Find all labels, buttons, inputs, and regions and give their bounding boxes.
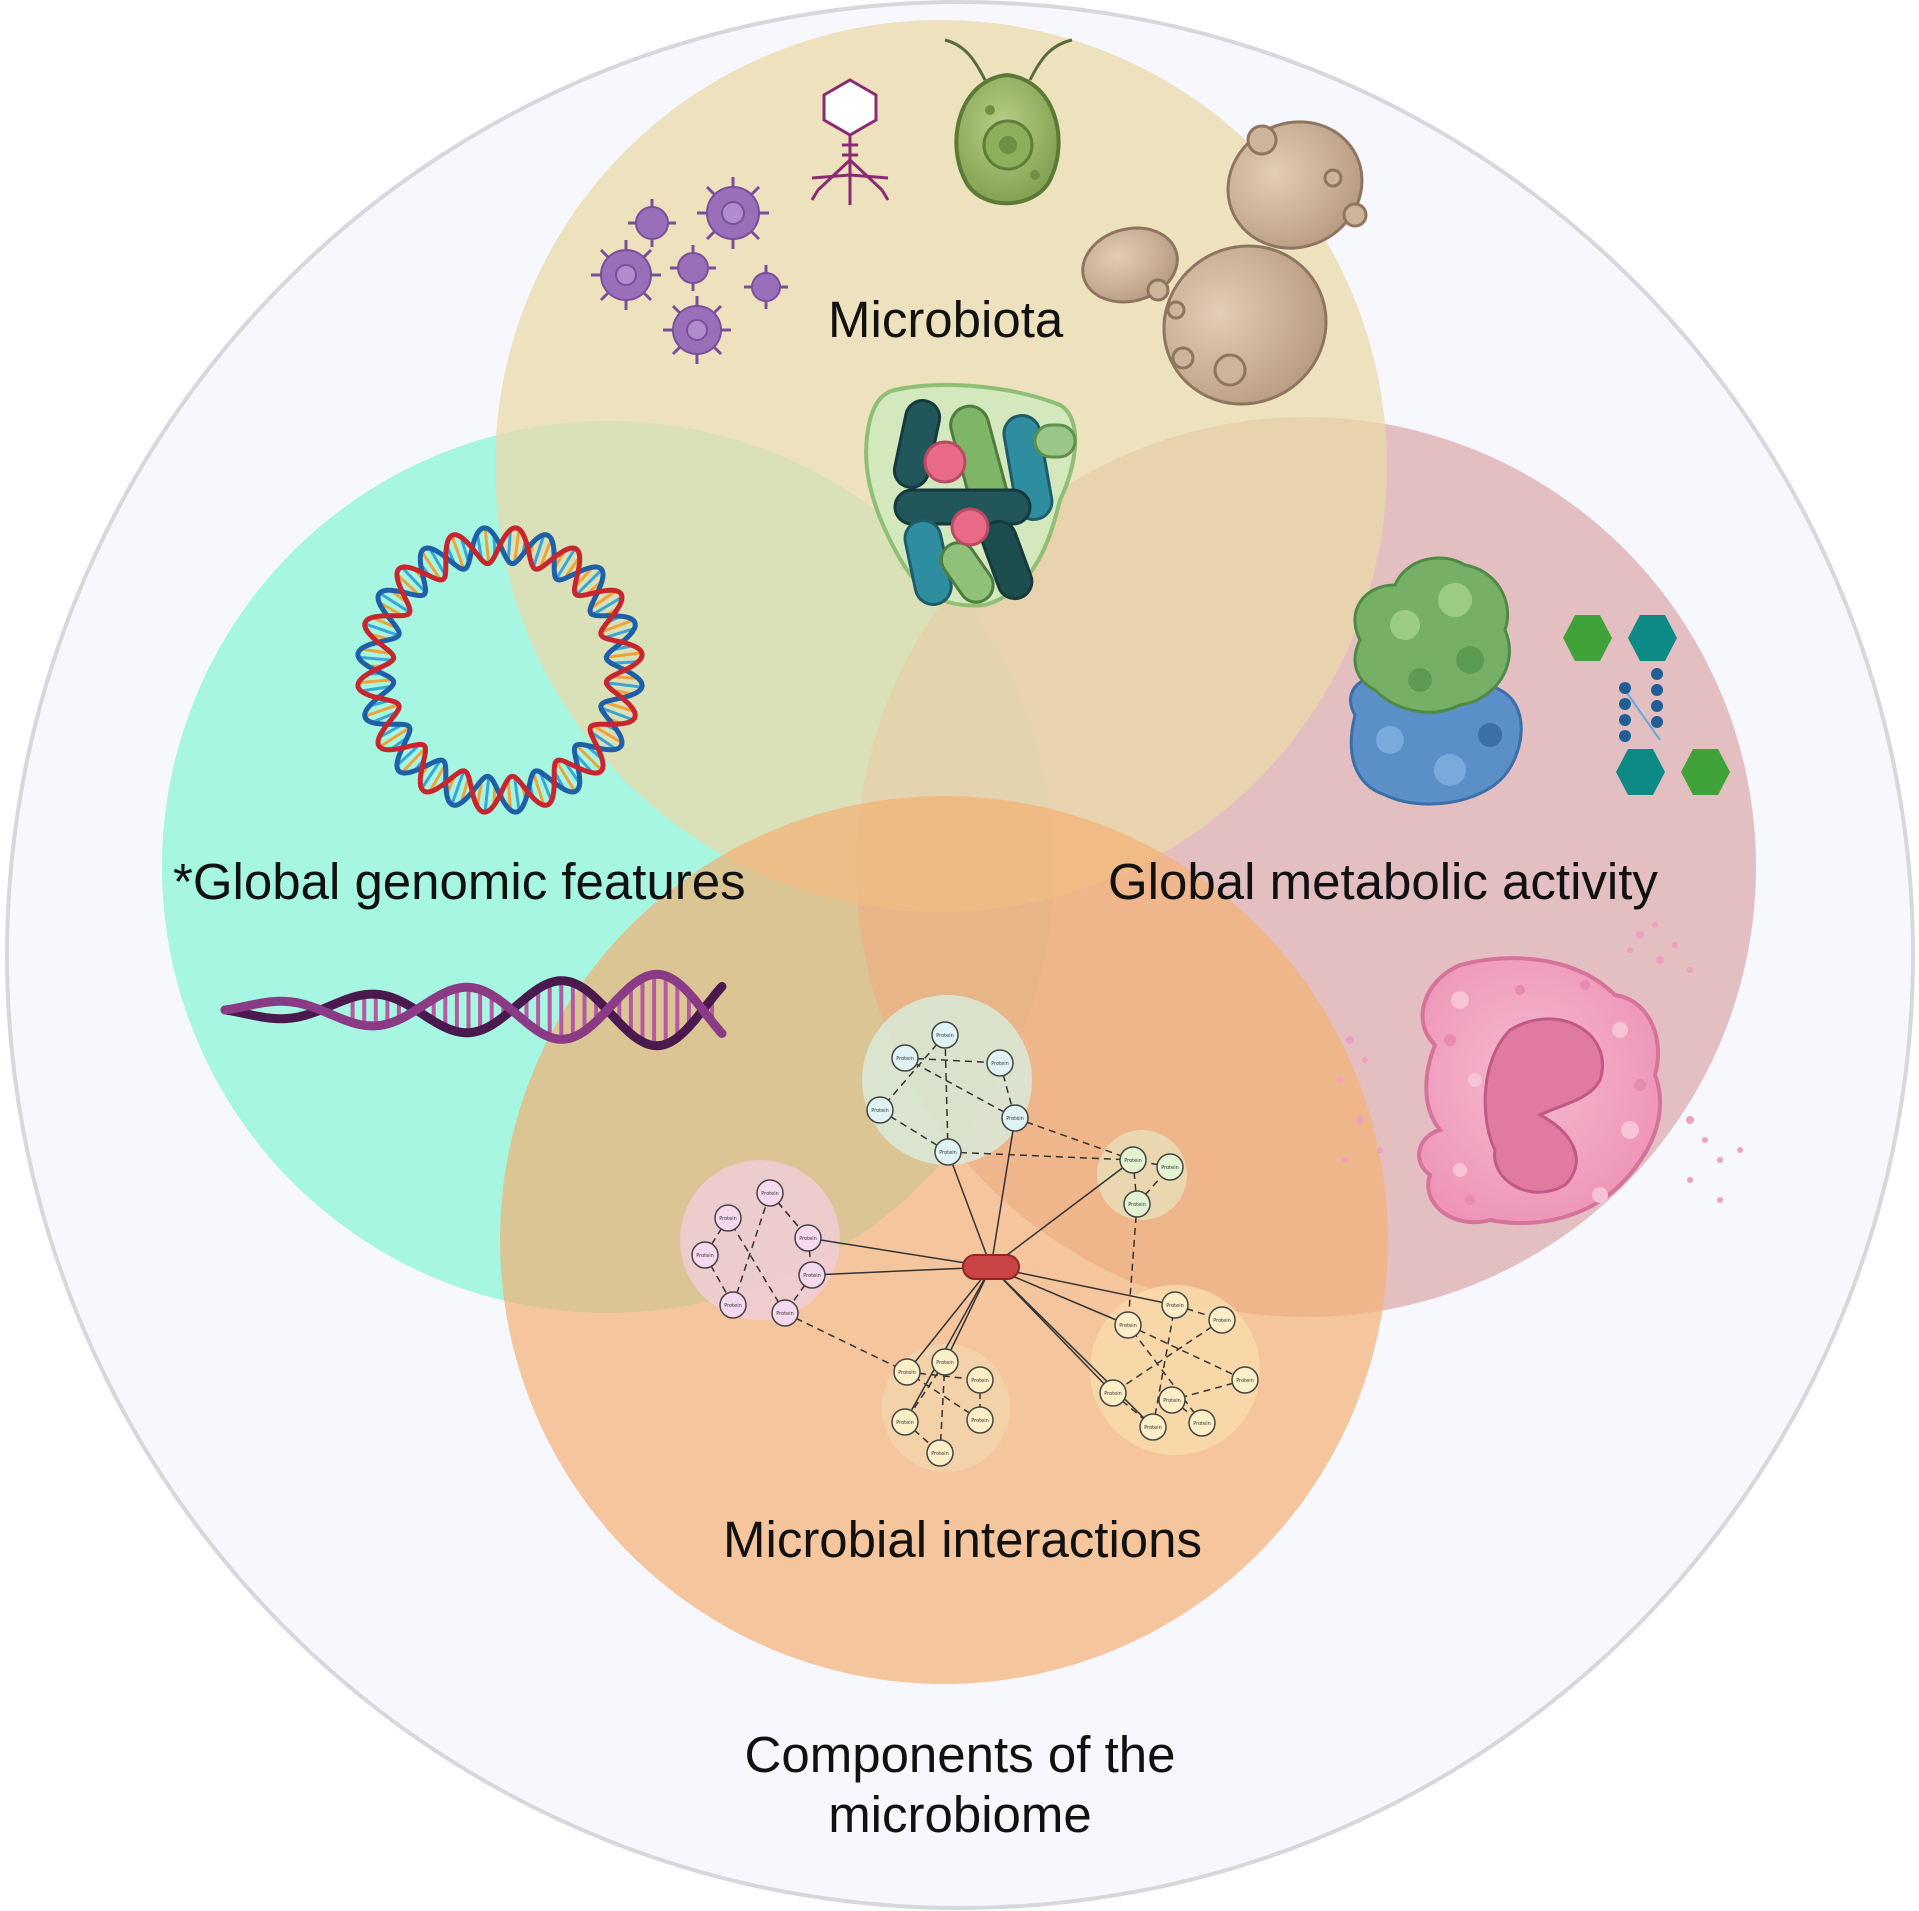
svg-text:Protein: Protein — [1144, 1425, 1162, 1431]
label-microbial-interactions: Microbial interactions — [723, 1511, 1203, 1568]
svg-text:Protein: Protein — [936, 1360, 954, 1366]
green-algae-icon — [944, 38, 1073, 206]
yeast-cells-icon — [1081, 120, 1368, 406]
svg-text:Protein: Protein — [896, 1056, 914, 1062]
svg-text:Protein: Protein — [1193, 1421, 1211, 1427]
svg-text:Protein: Protein — [1104, 1391, 1122, 1397]
svg-text:Protein: Protein — [971, 1418, 989, 1424]
bacterial-biofilm-icon — [864, 383, 1078, 608]
metabolite-chain-icon — [1563, 615, 1730, 795]
svg-text:Protein: Protein — [799, 1236, 817, 1242]
virus-particles-icon — [591, 177, 788, 364]
svg-text:Protein: Protein — [1166, 1303, 1184, 1309]
svg-text:Protein: Protein — [931, 1451, 949, 1457]
svg-text:Protein: Protein — [1161, 1165, 1179, 1171]
svg-text:Protein: Protein — [1119, 1323, 1137, 1329]
svg-text:Protein: Protein — [971, 1378, 989, 1384]
svg-text:Protein: Protein — [939, 1150, 957, 1156]
svg-text:Protein: Protein — [991, 1061, 1009, 1067]
microbial-interactions-circle — [500, 796, 1388, 1684]
svg-text:Protein: Protein — [724, 1303, 742, 1309]
outer-title-line-1: Components of the — [744, 1726, 1176, 1783]
svg-text:Protein: Protein — [1128, 1202, 1146, 1208]
svg-text:Protein: Protein — [776, 1311, 794, 1317]
svg-text:Protein: Protein — [898, 1370, 916, 1376]
dna-helix-icon — [220, 969, 727, 1051]
svg-text:Protein: Protein — [803, 1273, 821, 1279]
svg-text:Protein: Protein — [1006, 1116, 1024, 1122]
label-microbiota: Microbiota — [828, 291, 1064, 348]
svg-text:Protein: Protein — [936, 1033, 954, 1039]
svg-text:Protein: Protein — [1124, 1158, 1142, 1164]
svg-text:Protein: Protein — [696, 1253, 714, 1259]
circular-dna-icon — [355, 525, 645, 815]
svg-text:Protein: Protein — [1213, 1318, 1231, 1324]
svg-text:Protein: Protein — [1163, 1398, 1181, 1404]
outer-title-line-2: microbiome — [828, 1786, 1092, 1844]
svg-text:Protein: Protein — [761, 1191, 779, 1197]
label-components-of-the-microbiome: Components of the microbiome — [660, 1725, 1260, 1845]
bacteriophage-icon — [810, 78, 890, 205]
svg-text:Protein: Protein — [1236, 1378, 1254, 1384]
protein-structure-icon — [1348, 556, 1523, 806]
neutrophil-icon — [1337, 922, 1743, 1226]
svg-text:Protein: Protein — [896, 1420, 914, 1426]
svg-text:Protein: Protein — [871, 1108, 889, 1114]
svg-text:Protein: Protein — [719, 1216, 737, 1222]
label-global-metabolic-activity: Global metabolic activity — [1108, 853, 1658, 910]
protein-network-icon: ProteinProteinProteinProteinProteinProte… — [680, 995, 1260, 1472]
label-global-genomic-features: *Global genomic features — [173, 853, 746, 910]
